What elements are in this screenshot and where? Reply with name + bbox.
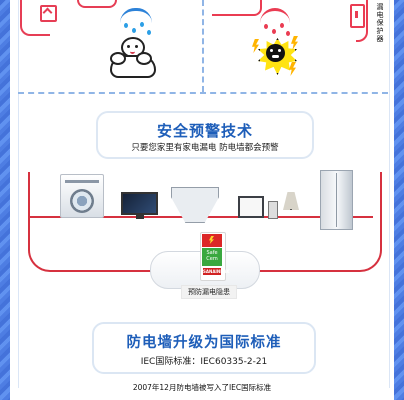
international-standard-title: 防电墙升级为国际标准 <box>126 335 282 351</box>
scene-separator <box>18 92 388 94</box>
refrigerator-icon <box>320 170 353 230</box>
right-shower-wire <box>212 0 262 16</box>
computer-icon <box>238 196 278 219</box>
iec-standard-code: IEC国际标准：IEC60335-2-21 <box>140 357 268 367</box>
poster-inner-frame <box>18 0 390 388</box>
safe-certification-badge: Safe Cem SANAINRAK <box>200 232 230 281</box>
safe-logo-text: Safe Cem <box>202 248 222 266</box>
left-shower-wire <box>77 0 117 8</box>
left-wall-socket-icon <box>40 5 57 22</box>
left-decorative-pattern <box>0 0 10 400</box>
top-scene-divider <box>202 0 204 92</box>
lightning-badge-icon <box>202 234 222 247</box>
red-water-drops <box>264 22 290 36</box>
safety-warning-panel: 安全预警技术 只要您家里有家电漏电 防电墙都会预警 <box>96 111 314 159</box>
leakage-protector-label: 漏电保护器 <box>376 3 384 43</box>
red-shower-head-icon <box>260 8 290 23</box>
leakage-prevention-label: 预防漏电隐患 <box>181 285 237 299</box>
badge-brand-text: SANAINRAK <box>203 268 230 275</box>
washing-machine-icon <box>60 174 104 218</box>
international-standard-panel: 防电墙升级为国际标准 IEC国际标准：IEC60335-2-21 <box>92 322 316 374</box>
television-icon <box>121 192 158 219</box>
electric-shock-person-icon <box>252 34 300 78</box>
leakage-protector-icon <box>350 4 365 28</box>
safe-shower-person-icon <box>110 35 156 79</box>
right-leakage-protector-wire <box>356 0 368 42</box>
table-lamp-icon <box>283 192 299 210</box>
blue-shower-head-icon <box>120 8 152 23</box>
left-electric-wire <box>20 0 50 36</box>
safety-warning-title: 安全预警技术 <box>156 122 253 140</box>
blue-water-drops <box>124 22 152 36</box>
right-decorative-pattern <box>394 0 404 400</box>
iec-history-footnote: 2007年12月防电墙被写入了IEC国际标准 <box>132 383 272 392</box>
safety-warning-subtitle: 只要您家里有家电漏电 防电墙都会预警 <box>131 143 279 153</box>
